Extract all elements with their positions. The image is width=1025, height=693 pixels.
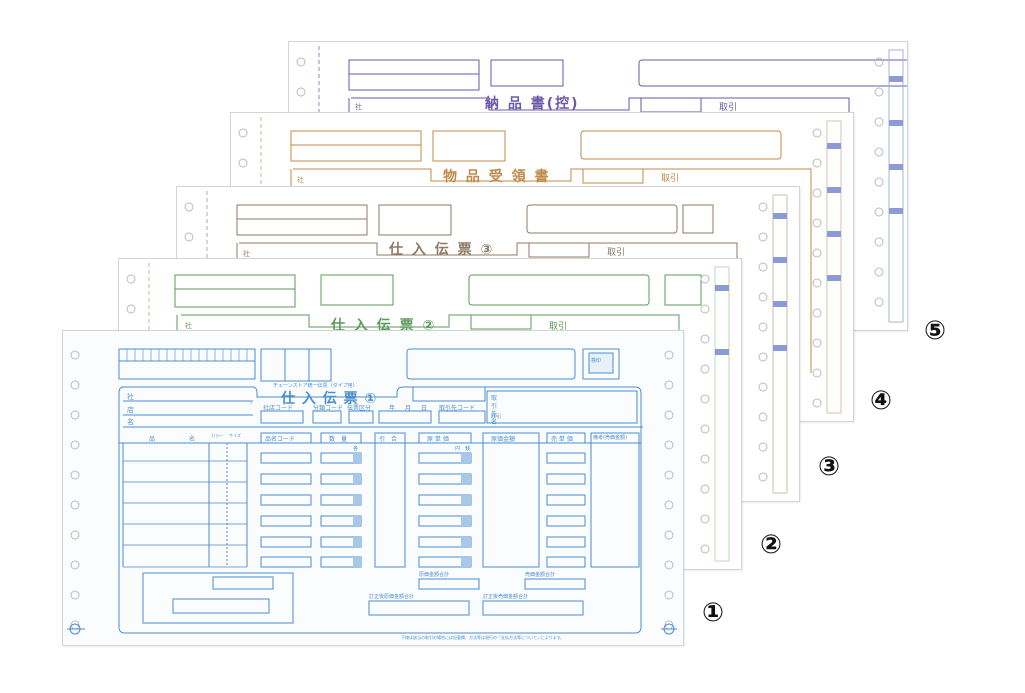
sheet-1-shiire-denpyo: チェーンストア統一伝票（タイプ用） 仕 入 伝 票 ① 社 店 名 社店コード … (62, 330, 684, 646)
sheet1-unit-ko: 各 (353, 446, 359, 452)
sheet3-title: 仕 入 伝 票 ③ (389, 242, 495, 258)
sheet3-torihiki: 取引 (607, 248, 626, 258)
sheet1-day: 日 (421, 405, 428, 412)
copy-number-1: ① (702, 598, 725, 628)
sheet1-subtitle: チェーンストア統一伝票（タイプ用） (273, 383, 358, 389)
copy-number-4: ④ (870, 386, 893, 416)
sheet1-shain-code: 社店コード (263, 405, 294, 412)
sheet1-baika-goukei: 売価金額合計 (525, 572, 556, 578)
copy-number-3: ③ (818, 452, 841, 482)
sheet1-col-hin: 品 (149, 436, 156, 443)
sheet5-company-label: 社 (355, 103, 362, 111)
sheet2-torihiki: 取引 (549, 322, 568, 332)
sheet1-barcode-row (118, 348, 256, 362)
sheet1-col-size: サイズ (229, 433, 241, 438)
sheet1-genka-goukei: 原価金額合計 (419, 572, 450, 578)
sheet1-col-baika: 売 単 価 (551, 436, 573, 443)
sheet1-unit-en: 円 (455, 446, 461, 452)
sheet1-unit-sen: 銭 (465, 446, 471, 452)
sheet3-company-label: 社 (243, 250, 250, 258)
sheet5-barcode-row (348, 59, 480, 75)
sheet1-col-genka: 原 単 価 (427, 436, 449, 443)
sheet1-col-color: カラー (211, 433, 223, 438)
sheet1-col-suryo: 数 量 (329, 436, 348, 443)
sheet4-company-label: 社 (297, 176, 304, 184)
sheet1-teisei-genka: 訂正後原価金額合計 (369, 594, 415, 600)
sheet1-col-biko: 備考(売価金額) (593, 435, 627, 441)
sheet1-footer-note: 下線は該当の取引の場合には記載欄、方法等は現行の「支払方法等について」によります… (401, 635, 565, 640)
sheet1-shop-label: 店 (127, 406, 134, 414)
sheet1-company-label: 社 (127, 393, 134, 401)
sheet4-title: 物 品 受 領 書 (443, 169, 551, 185)
sheet1-name-label: 名 (127, 418, 134, 426)
sheet1-title: 仕 入 伝 票 ① (281, 391, 378, 407)
sheet1-col-hikiai: 引 合 (379, 436, 398, 443)
sheet1-torihikisaki-mei: 取引先名 (491, 395, 498, 426)
sheet-1-drawing (67, 348, 677, 635)
sheet5-torihiki: 取引 (719, 103, 738, 113)
sheet1-teisei-baika: 訂正後売価金額合計 (483, 594, 529, 600)
sheet1-col-hinmei-code: 品名コード (265, 436, 296, 443)
sheet1-bunrui-code: 分類コード (313, 405, 344, 412)
sheet1-col-mei: 名 (189, 436, 196, 443)
copy-number-2: ② (760, 530, 783, 560)
sheet1-year: 年 (389, 405, 396, 412)
sheet1-kenpin: 検印 (591, 358, 602, 364)
sheet4-torihiki: 取引 (661, 174, 680, 184)
sheet5-title: 納 品 書(控) (485, 96, 580, 112)
copy-number-5: ⑤ (924, 316, 947, 346)
sheet2-company-label: 社 (185, 322, 192, 330)
sheet1-month: 月 (405, 405, 412, 412)
sheet1-col-genka-kin: 原価金額 (491, 436, 516, 443)
sheet1-denpyo-kubun: 伝票区分 (347, 405, 372, 412)
sheet1-torihikisaki-code: 取引先コード (439, 405, 476, 412)
sheet1-torihiki: 取引 (491, 414, 502, 420)
